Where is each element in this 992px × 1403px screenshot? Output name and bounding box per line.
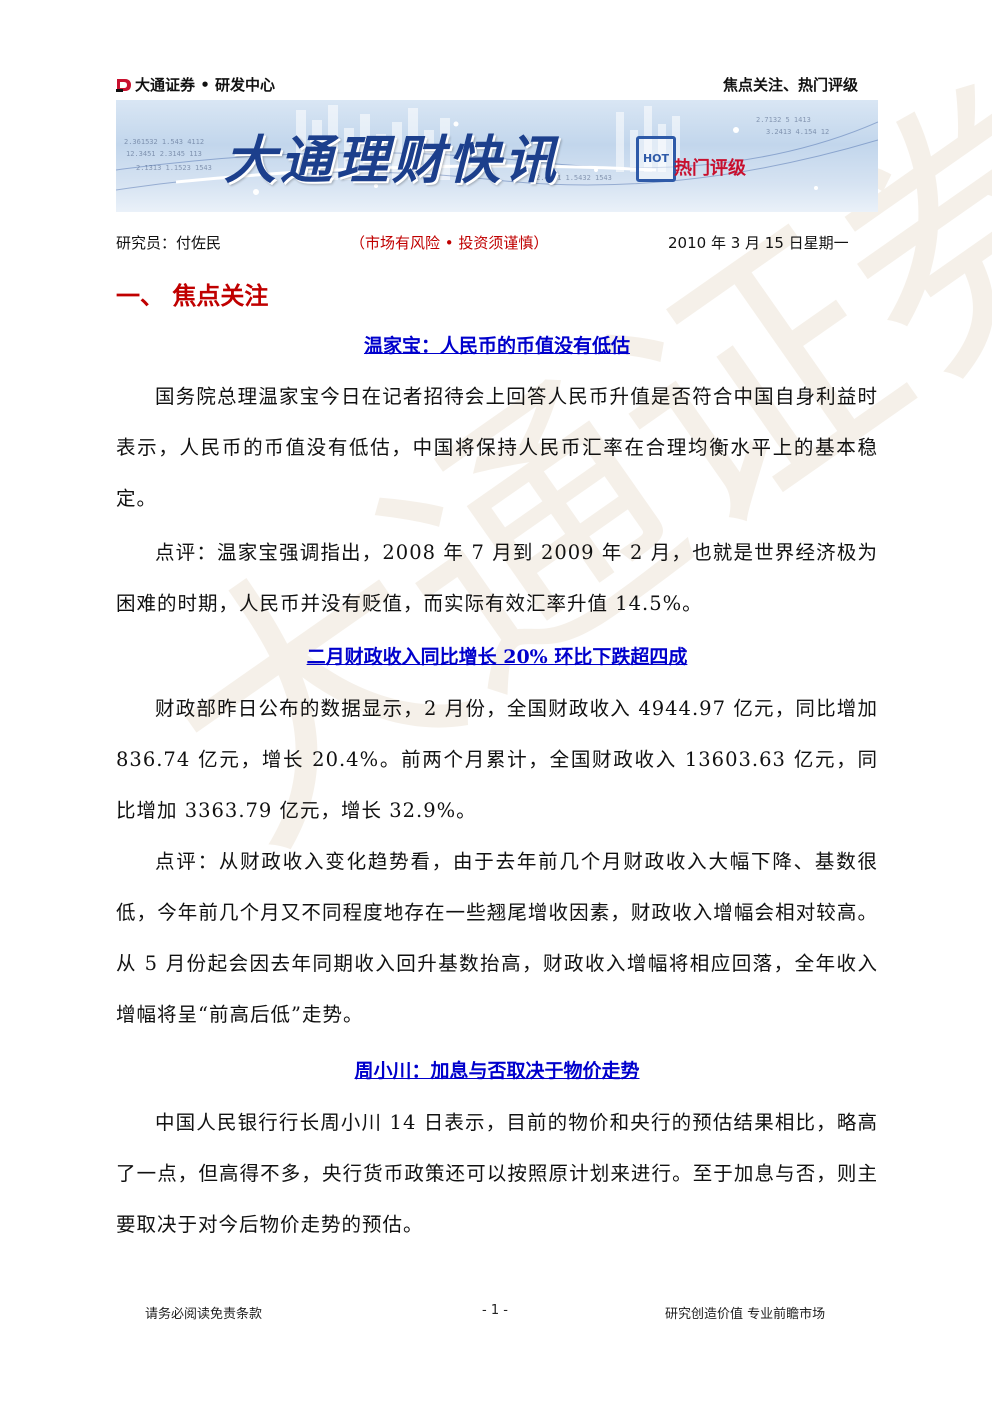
article-title-3[interactable]: 周小川：加息与否取决于物价走势 [354,1060,640,1082]
article-1-paragraph-2: 点评：温家宝强调指出，2008 年 7 月到 2009 年 2 月，也就是世界经… [116,541,878,615]
risk-notice: （市场有风险 • 投资须谨慎） [350,234,549,252]
svg-text:12.3451 2.3145 113: 12.3451 2.3145 113 [126,150,202,158]
article-3-paragraph-1: 中国人民银行行长周小川 14 日表示，目前的物价和央行的预估结果相比，略高了一点… [116,1111,878,1236]
article-1-paragraph-1: 国务院总理温家宝今日在记者招待会上回答人民币升值是否符合中国自身利益时表示，人民… [116,385,878,510]
svg-text:2.1313 1.1523 1543: 2.1313 1.1523 1543 [136,164,212,172]
footer-slogan: 研究创造价值 专业前瞻市场 [665,1307,826,1322]
banner-title: 大通理财快讯 [224,130,561,191]
banner-badge: 热门评级 [674,158,746,179]
svg-text:2.4321 1.5432 1543: 2.4321 1.5432 1543 [536,174,612,182]
header-right-title: 焦点关注、热门评级 [722,76,858,94]
banner: 2.361532 1.543 4112 12.3451 2.3145 113 2… [116,100,878,212]
brand: 大通证券 • 研发中心 [116,74,275,95]
report-date: 2010 年 3 月 15 日星期一 [668,234,849,252]
svg-text:3.2413 4.154 12: 3.2413 4.154 12 [766,128,829,136]
hot-icon: HOT [636,136,676,182]
footer-disclaimer: 请务必阅读免责条款 [145,1307,263,1322]
page-number: - 1 - [482,1303,508,1318]
article-2-paragraph-1: 财政部昨日公布的数据显示，2 月份，全国财政收入 4944.97 亿元，同比增加… [116,697,878,822]
svg-text:2.361532 1.543 4112: 2.361532 1.543 4112 [124,138,204,146]
page-header: 大通证券 • 研发中心 焦点关注、热门评级 [116,70,878,102]
article-title-2[interactable]: 二月财政收入同比增长 20% 环比下跌超四成 [306,646,688,668]
article-2-paragraph-2: 点评：从财政收入变化趋势看，由于去年前几个月财政收入大幅下降、基数很低，今年前几… [116,850,878,1026]
section-title: 一、 焦点关注 [116,281,269,310]
brand-logo-icon [116,77,132,93]
brand-text: 大通证券 • 研发中心 [135,76,276,94]
article-title-1[interactable]: 温家宝：人民币的币值没有低估 [363,335,630,357]
author: 研究员：付佐民 [116,234,222,252]
svg-text:2.7132 5 1413: 2.7132 5 1413 [756,116,811,124]
